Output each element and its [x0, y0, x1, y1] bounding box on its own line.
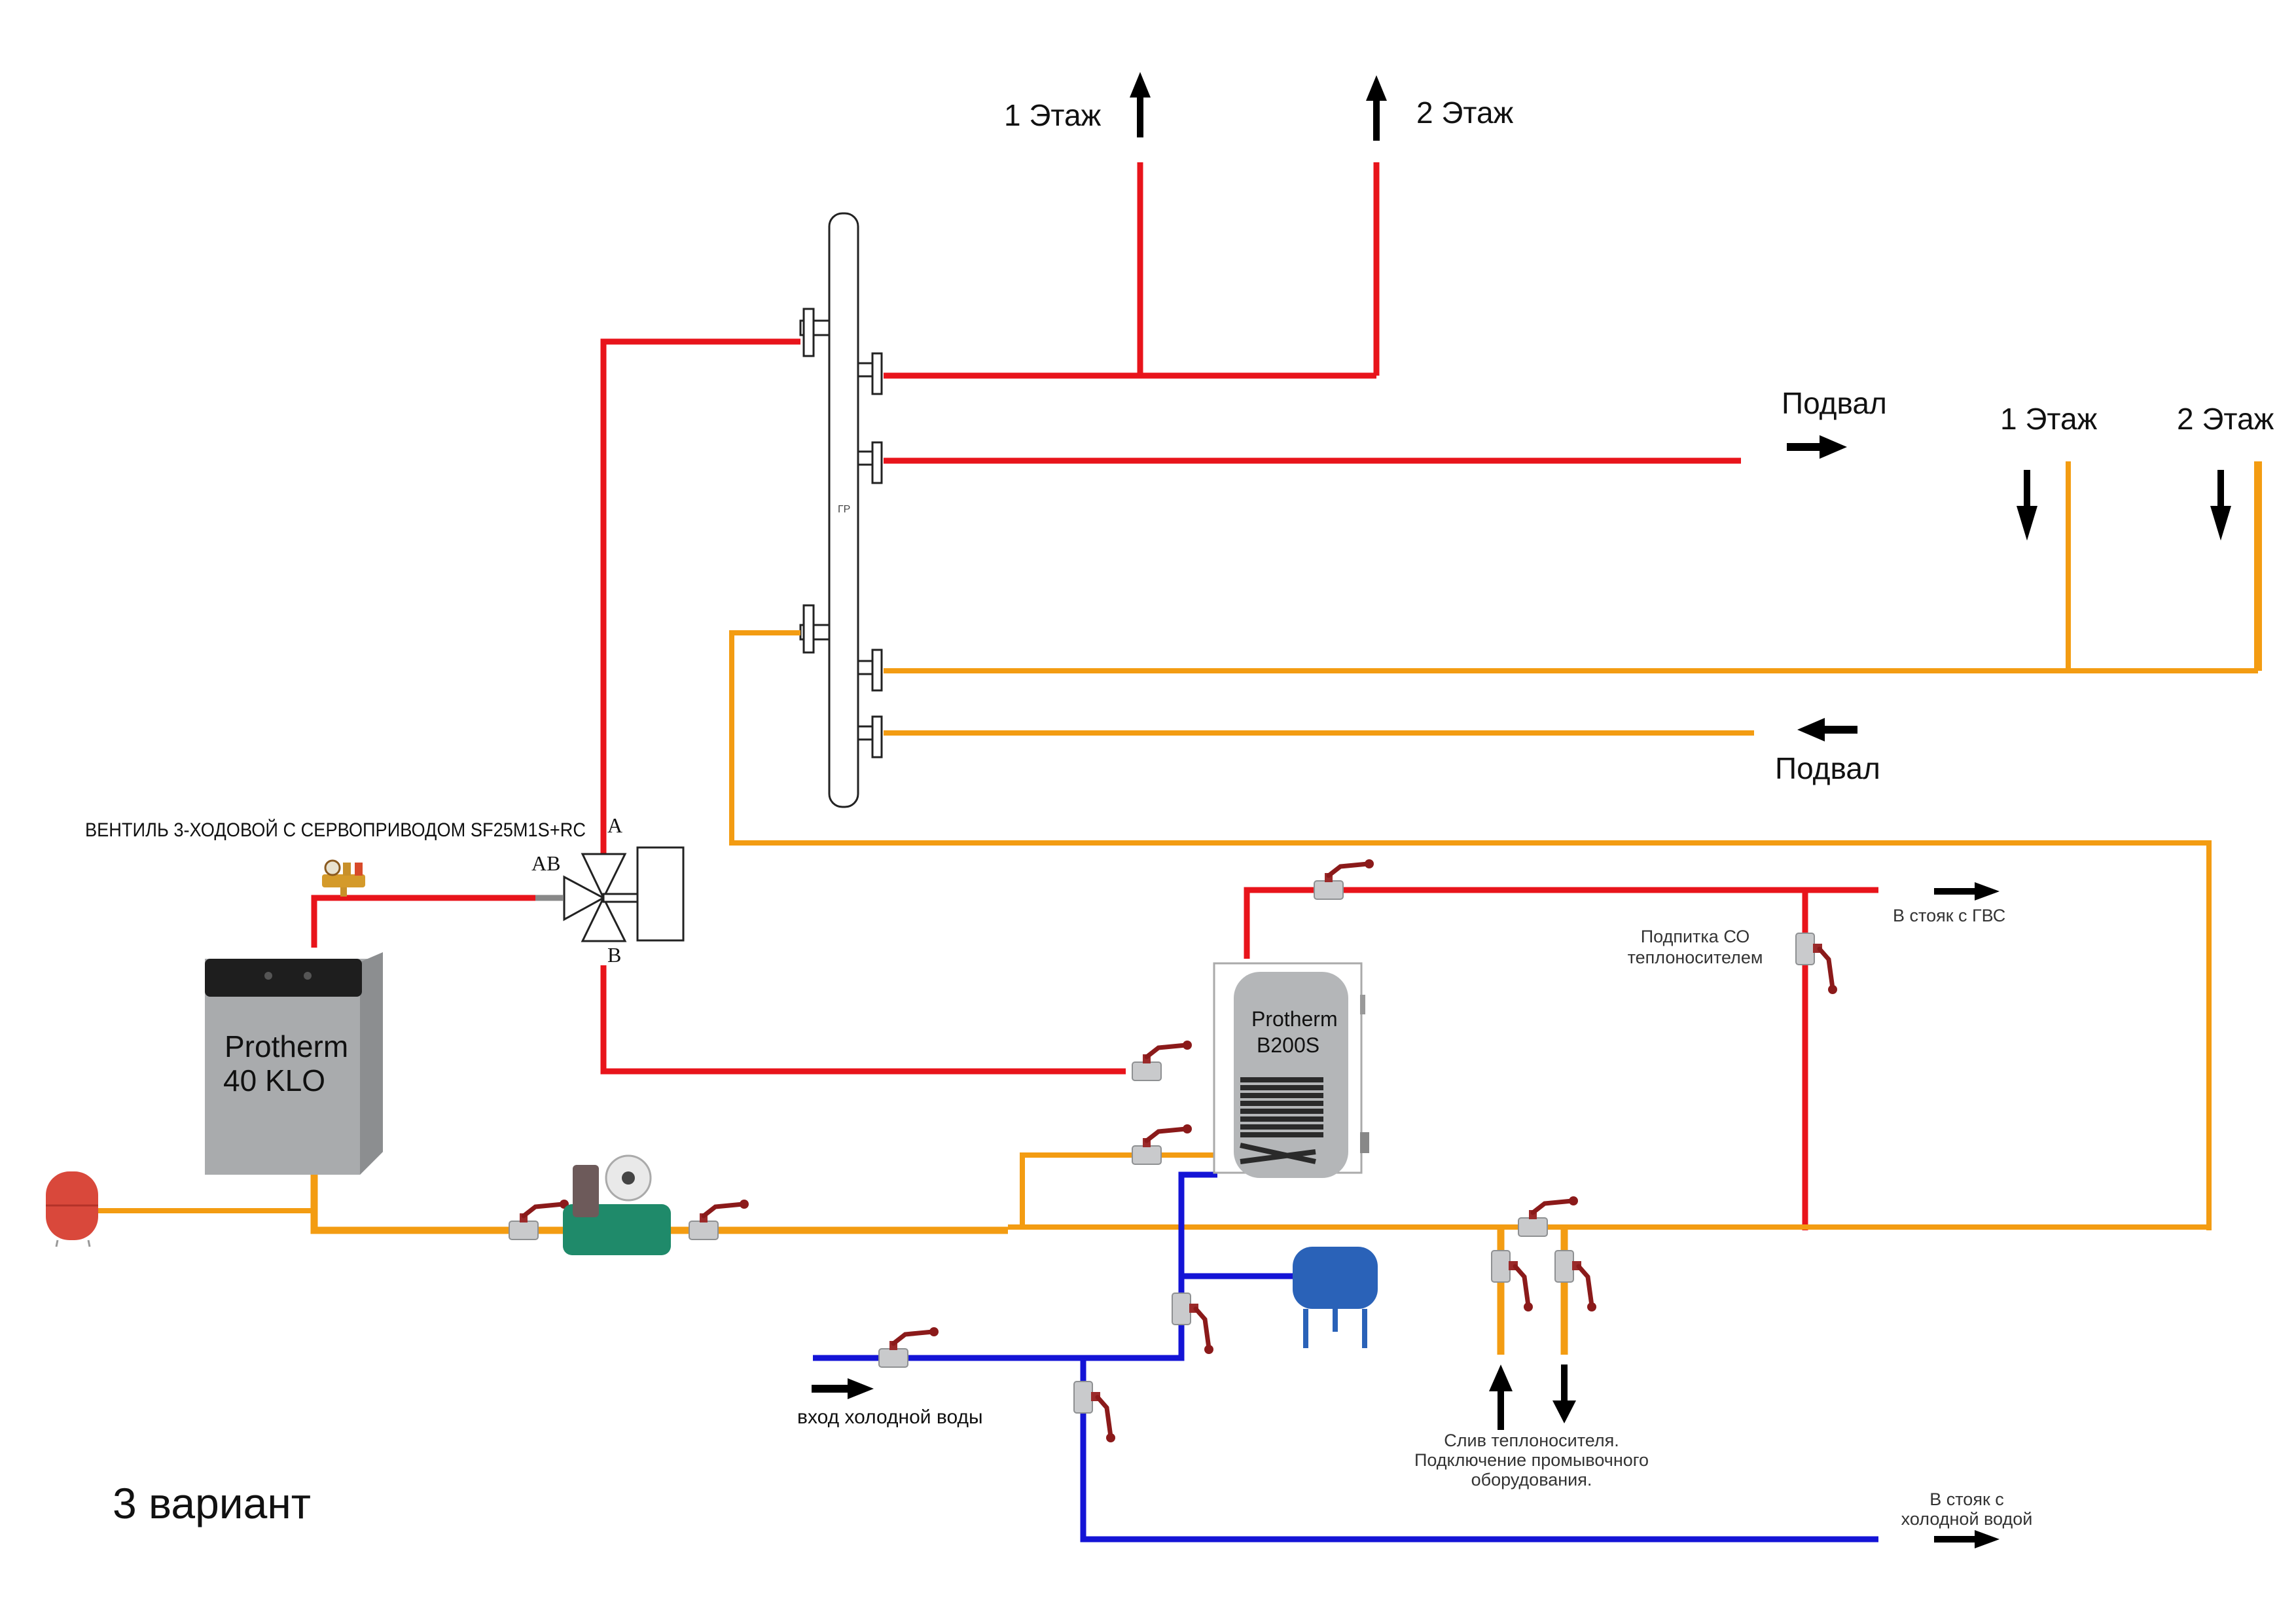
arrow-right-icon [812, 1378, 874, 1399]
cold-riser-label-line1: В стояк с [1929, 1489, 2004, 1509]
pipe-valve-to-manifold [600, 338, 800, 854]
pipe-valve-b-to-tank [600, 965, 1126, 1075]
pipe-manifold-return-loop [729, 630, 2212, 1230]
makeup-label-line1: Подпитка СО [1641, 927, 1749, 946]
port-a-label: A [607, 813, 622, 837]
servo-actuator [636, 846, 685, 942]
drain-label-line3: оборудования. [1471, 1470, 1592, 1489]
arrow-up-icon [1130, 72, 1151, 137]
drain-label-line1: Слив теплоносителя. [1444, 1431, 1619, 1450]
port-ab-label: AB [531, 851, 560, 875]
floor2-supply-label: 2 Этаж [1416, 96, 1514, 130]
safety-group-icon [322, 859, 365, 897]
hot-water-riser-label: В стояк с ГВС [1893, 906, 2005, 925]
arrow-down-icon [2210, 470, 2231, 541]
pipe-boiler-to-valve [311, 895, 535, 948]
manifold-return-basement [857, 715, 883, 758]
boiler-label-line2: 40 KLO [223, 1063, 325, 1097]
makeup-label-line2: теплоносителем [1628, 948, 1763, 967]
ball-valve-icon [1132, 1124, 1192, 1164]
heating-coil [1240, 1077, 1323, 1164]
cold-inlet-label: вход холодной воды [797, 1406, 983, 1428]
arrow-right-icon [1934, 882, 2000, 901]
arrow-up-icon [1366, 75, 1387, 141]
tank-label-line2: B200S [1257, 1033, 1319, 1057]
tank-label-line1: Protherm [1251, 1007, 1338, 1031]
manifold-outlet-floors [857, 352, 883, 395]
ball-valve-icon [879, 1327, 939, 1367]
circulation-pump-icon [563, 1154, 671, 1255]
manifold-inlet-supply [799, 308, 831, 357]
hydraulic-manifold: ГР [799, 212, 883, 808]
pipe-tank-coil-return [1020, 1152, 1217, 1227]
pipe-cold-riser [1080, 1358, 1878, 1543]
boiler: Protherm 40 KLO [205, 952, 383, 1175]
arrow-up-icon [1489, 1364, 1513, 1430]
ball-valve-icon [1518, 1196, 1578, 1236]
arrow-down-icon [2017, 470, 2037, 541]
basement-return-label: Подвал [1775, 751, 1880, 785]
variant-title: 3 вариант [113, 1479, 311, 1527]
floor2-return-label: 2 Этаж [2177, 402, 2274, 436]
expansion-tank-water [1293, 1247, 1378, 1348]
manifold-inlet-return [799, 604, 831, 654]
basement-supply-label: Подвал [1782, 386, 1887, 420]
arrow-right-icon [1934, 1530, 2000, 1548]
pipe-cold-inlet [813, 1171, 1217, 1361]
arrow-right-icon [1787, 435, 1847, 459]
drain-label-line2: Подключение промывочного [1414, 1450, 1649, 1470]
ball-valve-icon [1796, 933, 1837, 994]
manifold-label: ГР [838, 504, 850, 515]
floor1-return-label: 1 Этаж [2000, 402, 2098, 436]
return-pipes [98, 461, 2262, 1355]
arrow-left-icon [1797, 718, 1857, 741]
ball-valve-icon [1074, 1382, 1115, 1442]
ball-valve-icon [1132, 1041, 1192, 1080]
cold-riser-label-line2: холодной водой [1901, 1509, 2033, 1529]
cold-water-pipes [813, 1171, 1878, 1543]
water-heater-tank: Protherm B200S [1213, 962, 1369, 1178]
port-b-label: B [607, 943, 621, 967]
three-way-valve-label: ВЕНТИЛЬ 3-ХОДОВОЙ С СЕРВОПРИВОДОМ SF25M1… [85, 819, 586, 841]
manifold-return-floors [857, 649, 883, 692]
flow-arrows [812, 72, 2231, 1548]
arrow-down-icon [1552, 1364, 1576, 1423]
pipe-boiler-return [310, 1175, 1008, 1234]
floor1-supply-label: 1 Этаж [1004, 98, 1102, 132]
ball-valve-icon [1172, 1293, 1213, 1354]
pipe-dhw-out [1244, 887, 1878, 959]
expansion-tank-heating [46, 1171, 98, 1247]
supply-pipes [311, 162, 1878, 1230]
manifold-outlet-basement [857, 441, 883, 484]
boiler-label-line1: Protherm [224, 1029, 348, 1063]
ball-valve-icon [1314, 859, 1374, 899]
three-way-valve [563, 846, 685, 942]
